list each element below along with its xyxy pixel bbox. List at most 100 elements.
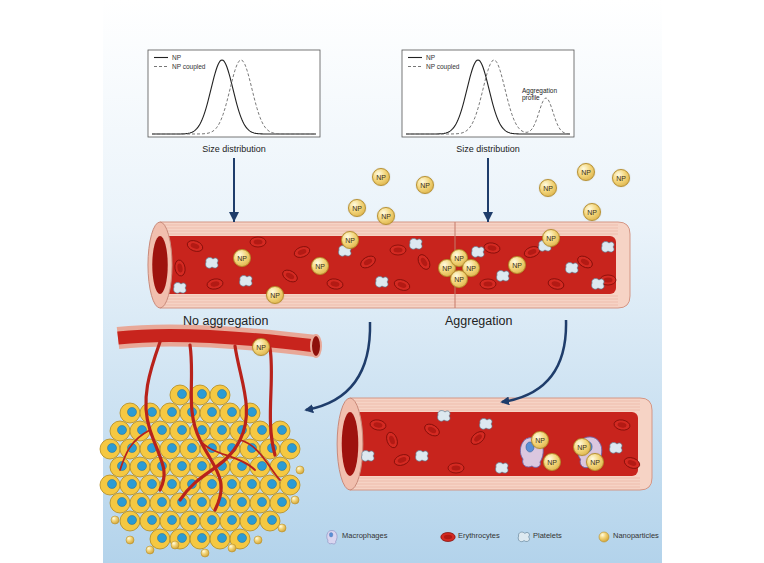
- particle-label: NP: [587, 209, 597, 216]
- platelet: [438, 411, 451, 422]
- nanoparticle: NP: [372, 168, 390, 186]
- tumor-vessel-wall: [118, 336, 316, 346]
- size-curve-dashed: [152, 60, 316, 134]
- legend-label: Nanoparticles: [613, 532, 659, 540]
- nanoparticle: NP: [377, 207, 395, 225]
- erythrocyte: [448, 463, 464, 473]
- platelet-body: [518, 532, 529, 542]
- erythrocyte-center: [285, 272, 295, 281]
- tumor-vessel-lumen: [118, 336, 316, 346]
- nanoparticle: NP: [573, 438, 591, 456]
- tumor-cell: [140, 403, 160, 423]
- vessel-cut-end: [337, 398, 363, 490]
- erythrocyte-center: [580, 258, 590, 267]
- tumor-cell: [250, 421, 270, 441]
- tumor-nucleus: [258, 498, 267, 507]
- erythrocyte-body: [469, 429, 488, 447]
- wall-texture: [160, 302, 618, 303]
- tumor-cell: [140, 475, 160, 495]
- erythrocyte-body: [423, 422, 442, 439]
- vessel-lumen: [350, 412, 638, 476]
- tumor-nucleus: [218, 390, 227, 399]
- tumor-nucleus: [118, 498, 127, 507]
- tumor-nucleus: [178, 534, 187, 543]
- platelet-body: [602, 242, 615, 253]
- tumor-nucleus: [248, 408, 257, 417]
- erythrocyte-body: [359, 254, 378, 271]
- tumor-nucleus: [148, 408, 157, 417]
- erythrocyte: [281, 268, 300, 285]
- legend-label: NP: [172, 54, 181, 61]
- nanoparticle: NP: [612, 169, 630, 187]
- tumor-nucleus: [138, 462, 147, 471]
- macrophage-nucleus: [329, 533, 333, 538]
- tumor-cell: [210, 385, 230, 405]
- tumor-nucleus: [248, 480, 257, 489]
- legend-label: NP coupled: [426, 63, 460, 70]
- capillary: [240, 440, 280, 480]
- tumor-nucleus: [228, 480, 237, 489]
- legend-label: Erythrocytes: [458, 532, 500, 540]
- platelet: [602, 242, 615, 253]
- nanoparticle: NP: [450, 270, 468, 288]
- particle-label: NP: [581, 169, 591, 176]
- wall-texture: [350, 481, 640, 482]
- platelet: [566, 263, 579, 274]
- tumor-cell: [240, 439, 260, 459]
- erythrocyte: [576, 254, 595, 271]
- erythrocyte-body: [390, 245, 406, 255]
- platelet-body: [480, 419, 493, 430]
- erythrocyte: [623, 456, 641, 471]
- tumor-nucleus: [268, 480, 277, 489]
- erythrocyte-body: [393, 278, 411, 293]
- tumor-cell: [120, 475, 140, 495]
- tumor-cell: [270, 493, 290, 513]
- erythrocyte: [483, 242, 500, 255]
- erythrocyte-center: [394, 248, 403, 253]
- erythrocyte: [469, 429, 488, 447]
- extravasated-particle: [111, 516, 119, 524]
- legend-label: Macrophages: [342, 532, 387, 540]
- tumor-cell: [210, 529, 230, 549]
- erythrocyte: [547, 277, 565, 291]
- erythrocyte: [393, 278, 411, 293]
- chart-caption: Size distribution: [148, 144, 320, 154]
- chart-frame: [402, 50, 574, 137]
- platelet: [496, 463, 509, 474]
- vessel-segment: AggregationNPNPNPNPNPNP: [440, 222, 630, 330]
- tumor-nucleus: [288, 480, 297, 489]
- particle-label: NP: [454, 255, 464, 262]
- tumor-nucleus: [228, 516, 237, 525]
- capillary: [180, 346, 246, 500]
- tumor-cell: [260, 511, 280, 531]
- platelet-body: [410, 239, 423, 250]
- tumor-nucleus: [258, 462, 267, 471]
- erythrocyte-center: [363, 258, 373, 267]
- vessel-segment: No aggregationNPNPNPNP: [150, 222, 440, 330]
- legend-label: NP: [426, 54, 435, 61]
- tumor-nucleus: [188, 444, 197, 453]
- tumor-cell: [120, 439, 140, 459]
- tumor-cell: [150, 529, 170, 549]
- nanoparticle: NP: [341, 231, 359, 249]
- tumor-cell: [180, 511, 200, 531]
- particle-label: NP: [577, 444, 587, 451]
- tumor-nucleus: [208, 480, 217, 489]
- nanoparticle: NP: [542, 229, 560, 247]
- erythrocyte-body: [393, 453, 411, 468]
- extravasated-particle: [296, 466, 304, 474]
- tumor-cell: [240, 511, 260, 531]
- extravasated-particle: [146, 546, 154, 554]
- tumor-cell: [170, 529, 190, 549]
- tumor-cell: [220, 403, 240, 423]
- nanoparticle-icon: [599, 532, 609, 542]
- platelet: [206, 258, 219, 269]
- erythrocyte-center: [444, 535, 452, 540]
- erythrocyte-center: [254, 240, 263, 245]
- tumor-nucleus: [238, 534, 247, 543]
- flow-arrow: [487, 158, 489, 222]
- chart-annotation: Aggregation profile: [522, 87, 566, 102]
- tumor-cell: [190, 529, 210, 549]
- erythrocyte-center: [617, 422, 627, 428]
